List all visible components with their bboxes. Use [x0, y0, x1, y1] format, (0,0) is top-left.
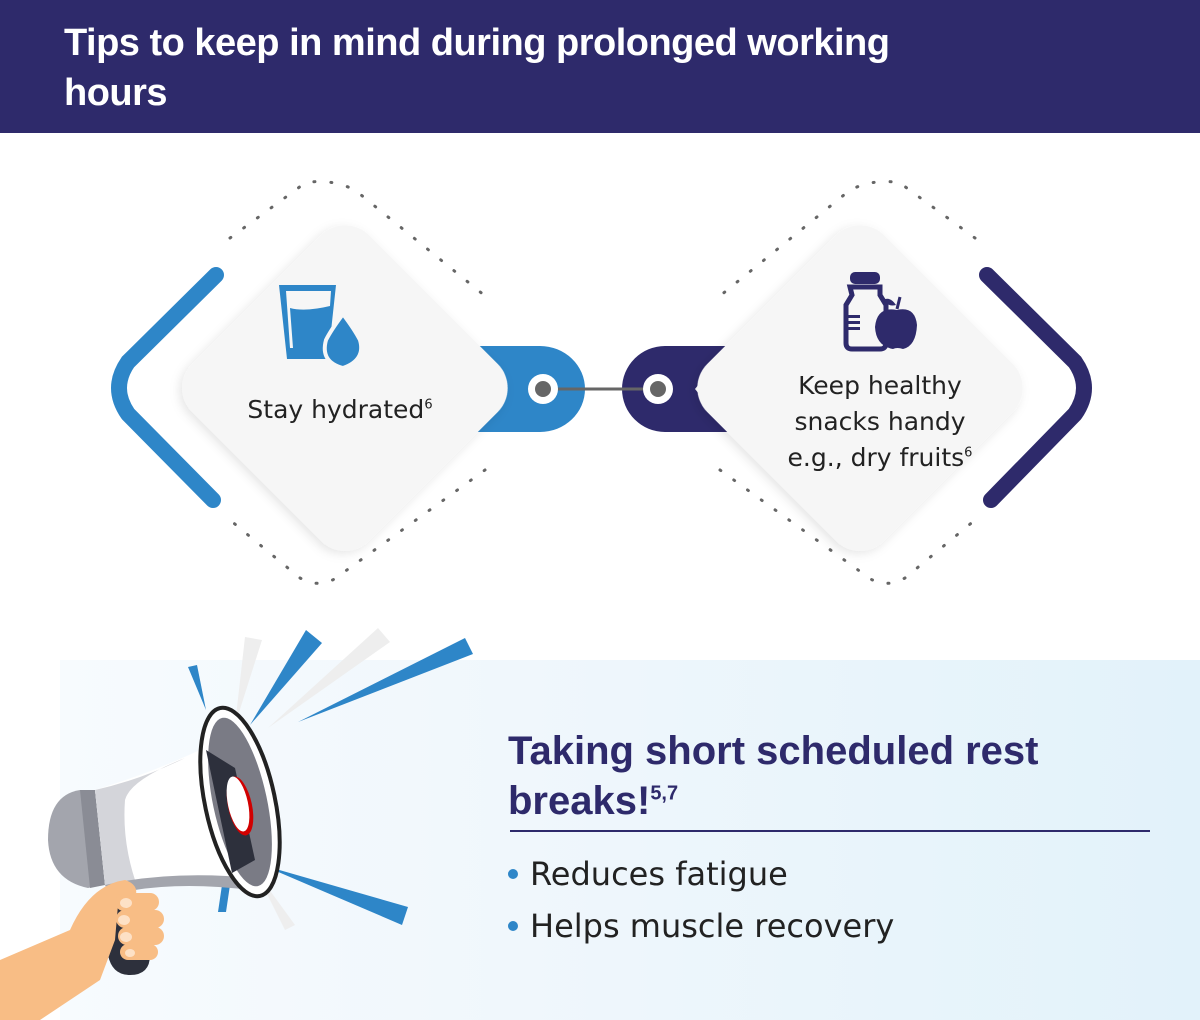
rest-breaks-title-text: Taking short scheduled rest breaks! — [508, 729, 1039, 823]
right-connector-dot — [650, 381, 666, 397]
footnote-ref: 5,7 — [650, 782, 679, 805]
bullet-icon — [508, 869, 518, 879]
bullet-icon — [508, 921, 518, 931]
tip-label-line: e.g., dry fruits6 — [720, 440, 1040, 476]
sound-rays — [188, 628, 473, 930]
list-item: Helps muscle recovery — [506, 902, 894, 954]
list-item: Reduces fatigue — [506, 850, 894, 902]
right-connector-tab — [622, 346, 730, 432]
right-tip-card — [697, 225, 1023, 551]
left-tip-card — [182, 225, 508, 551]
footnote-ref: 6 — [424, 397, 433, 413]
tip-label-line: snacks handy — [794, 407, 966, 436]
right-dotted-outline — [713, 180, 977, 585]
footnote-ref: 6 — [964, 445, 973, 461]
benefit-text: Reduces fatigue — [530, 855, 788, 893]
rest-breaks-title: Taking short scheduled rest breaks!5,7 — [508, 726, 1168, 826]
megaphone-in-hand-icon — [0, 628, 473, 1020]
water-glass-drop-icon — [279, 285, 364, 371]
tip-label: Stay hydrated — [247, 395, 425, 424]
tip-stay-hydrated: Stay hydrated6 — [170, 392, 510, 428]
benefit-text: Helps muscle recovery — [530, 907, 895, 945]
benefits-list: Reduces fatigue Helps muscle recovery — [506, 850, 894, 954]
title-divider — [510, 830, 1150, 832]
header-banner: Tips to keep in mind during prolonged wo… — [0, 0, 1200, 133]
tip-label: e.g., dry fruits — [787, 443, 965, 472]
left-dotted-outline — [228, 180, 492, 585]
tip-healthy-snacks: Keep healthy snacks handy e.g., dry frui… — [720, 368, 1040, 476]
right-bracket — [979, 267, 1092, 508]
tips-diagram — [111, 180, 1092, 585]
left-connector-dot — [535, 381, 551, 397]
tip-label-line: Keep healthy — [798, 371, 962, 400]
page-title: Tips to keep in mind during prolonged wo… — [64, 22, 890, 114]
bottle-apple-icon — [843, 272, 917, 352]
left-bracket — [111, 267, 224, 508]
